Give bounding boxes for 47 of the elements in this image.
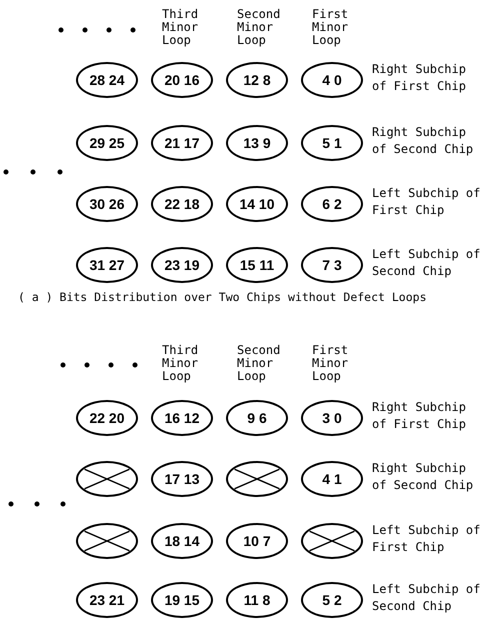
column-heading: Third Minor Loop xyxy=(162,344,200,383)
bit-pair-ellipse: 5 2 xyxy=(301,582,363,618)
bit-pair-ellipse: 16 12 xyxy=(151,400,213,436)
bit-pair-ellipse: 17 13 xyxy=(151,461,213,497)
column-heading: First Minor Loop xyxy=(312,8,350,47)
row-label: Left Subchip of First Chip xyxy=(372,185,482,219)
bit-pair-ellipse: 10 7 xyxy=(226,523,288,559)
bit-pair-ellipse: 12 8 xyxy=(226,62,288,98)
row-label: Right Subchip of Second Chip xyxy=(372,460,474,494)
row-label: Left Subchip of Second Chip xyxy=(372,246,482,280)
bit-pair-ellipse: 20 16 xyxy=(151,62,213,98)
bit-pair-ellipse: 23 21 xyxy=(76,582,138,618)
crossed-ellipse xyxy=(301,523,363,559)
figure-caption: ( a ) Bits Distribution over Two Chips without Defect Loops xyxy=(18,290,426,304)
bit-pair-ellipse: 21 17 xyxy=(151,125,213,161)
bit-pair-ellipse: 31 27 xyxy=(76,247,138,283)
column-heading: First Minor Loop xyxy=(312,344,350,383)
bit-pair-ellipse: 7 3 xyxy=(301,247,363,283)
bit-pair-ellipse: 23 19 xyxy=(151,247,213,283)
bit-pair-ellipse: 22 18 xyxy=(151,186,213,222)
bit-pair-ellipse: 13 9 xyxy=(226,125,288,161)
bit-pair-ellipse: 19 15 xyxy=(151,582,213,618)
bit-pair-ellipse: 9 6 xyxy=(226,400,288,436)
bit-pair-ellipse: 15 11 xyxy=(226,247,288,283)
bit-pair-ellipse: 22 20 xyxy=(76,400,138,436)
row-label: Right Subchip of First Chip xyxy=(372,399,467,433)
bit-pair-ellipse: 14 10 xyxy=(226,186,288,222)
bit-pair-ellipse: 11 8 xyxy=(226,582,288,618)
row-label: Right Subchip of Second Chip xyxy=(372,124,474,158)
bit-pair-ellipse: 5 1 xyxy=(301,125,363,161)
crossed-ellipse xyxy=(76,461,138,497)
column-heading: Second Minor Loop xyxy=(237,344,282,383)
crossed-ellipse xyxy=(226,461,288,497)
column-heading: Third Minor Loop xyxy=(162,8,200,47)
bit-pair-ellipse: 30 26 xyxy=(76,186,138,222)
row-label: Left Subchip of First Chip xyxy=(372,522,482,556)
bit-pair-ellipse: 6 2 xyxy=(301,186,363,222)
bit-pair-ellipse: 29 25 xyxy=(76,125,138,161)
bit-pair-ellipse: 18 14 xyxy=(151,523,213,559)
row-label: Left Subchip of Second Chip xyxy=(372,581,482,615)
bit-pair-ellipse: 28 24 xyxy=(76,62,138,98)
bit-pair-ellipse: 3 0 xyxy=(301,400,363,436)
row-label: Right Subchip of First Chip xyxy=(372,61,467,95)
column-heading: Second Minor Loop xyxy=(237,8,282,47)
bit-pair-ellipse: 4 0 xyxy=(301,62,363,98)
crossed-ellipse xyxy=(76,523,138,559)
bit-pair-ellipse: 4 1 xyxy=(301,461,363,497)
